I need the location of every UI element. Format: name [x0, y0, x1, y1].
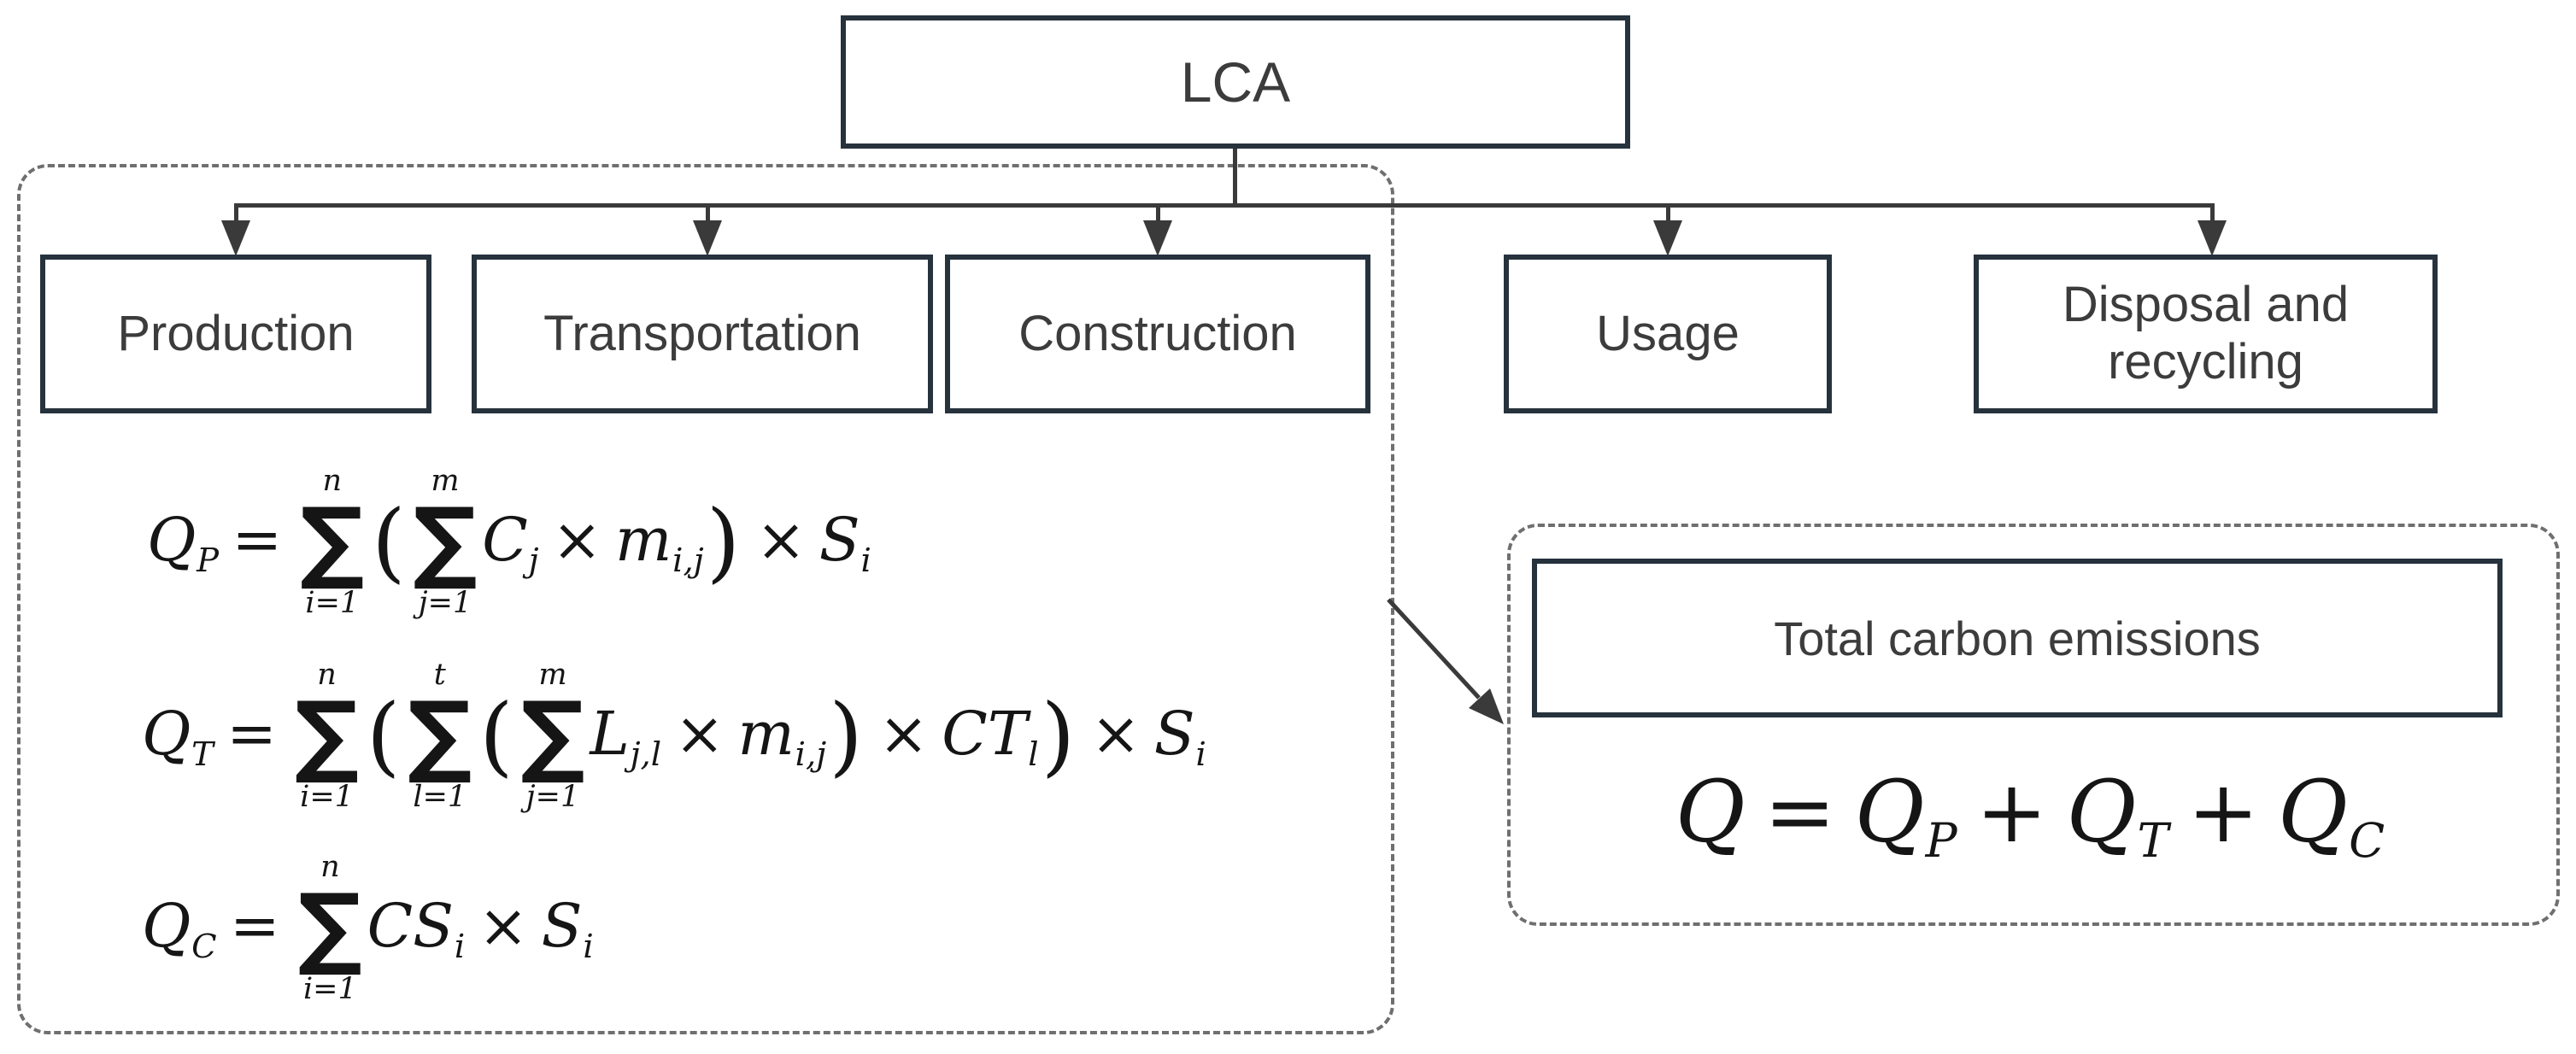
- operator: ×: [755, 505, 807, 575]
- stage-box-disposal-recycling: Disposal and recycling: [1974, 255, 2438, 413]
- sum-symbol: n∑i=1: [300, 463, 365, 621]
- operator: =: [226, 699, 277, 769]
- arrowhead-icon: [2198, 220, 2227, 256]
- variable: CSi: [367, 891, 466, 966]
- total-dashed-region: [1507, 524, 2560, 926]
- operator: +: [1975, 762, 2048, 862]
- operator: ×: [1090, 699, 1141, 769]
- lca-label: LCA: [1180, 50, 1291, 114]
- arrowhead-icon: [1143, 220, 1172, 256]
- arrow-stem: [1665, 205, 1670, 224]
- sum-symbol: m∑j=1: [413, 463, 478, 621]
- variable: Lj,l: [590, 699, 662, 774]
- operator: ×: [878, 699, 929, 769]
- variable: QC: [142, 891, 217, 966]
- stage-box-production: Production: [40, 255, 431, 413]
- lca-box: LCA: [841, 15, 1630, 149]
- parenthesis: (: [366, 685, 401, 787]
- stage-label: Transportation: [543, 305, 861, 361]
- variable: CTl: [942, 699, 1039, 774]
- sum-symbol: n∑i=1: [294, 657, 360, 815]
- total-box-label: Total carbon emissions: [1774, 611, 2261, 665]
- arrow-stem: [705, 205, 710, 224]
- stage-label: Production: [117, 305, 355, 361]
- arrow-stem: [1155, 205, 1160, 224]
- parenthesis: ): [706, 491, 741, 593]
- variable: QP: [1854, 762, 1957, 869]
- operator: ×: [551, 505, 602, 575]
- arrowhead-icon: [221, 220, 250, 256]
- operator: +: [2187, 762, 2260, 862]
- variable: QT: [142, 699, 214, 774]
- parenthesis: (: [372, 491, 406, 593]
- variable: QC: [2278, 762, 2385, 869]
- lifecycle-dashed-region: [17, 164, 1394, 1034]
- operator: =: [232, 505, 283, 575]
- variable: Cj: [482, 505, 539, 580]
- variable: Si: [1153, 699, 1206, 774]
- sum-symbol: m∑j=1: [520, 657, 585, 815]
- arrow-stem: [2209, 205, 2215, 224]
- lca-stem-line: [1233, 149, 1237, 205]
- operator: =: [230, 891, 280, 961]
- arrowhead-icon: [1653, 220, 1682, 256]
- variable: mi,j: [737, 699, 827, 774]
- stage-label: Disposal and recycling: [2062, 277, 2350, 389]
- variable: QT: [2066, 762, 2169, 869]
- stage-box-construction: Construction: [945, 255, 1370, 413]
- sum-symbol: t∑l=1: [408, 657, 472, 815]
- variable: mi,j: [615, 505, 704, 580]
- formula-total-emissions: Q=QP+QT+QC: [1507, 747, 2553, 884]
- variable: Si: [819, 505, 871, 580]
- operator: ×: [674, 699, 725, 769]
- arrow-stem: [233, 205, 238, 224]
- variable: Si: [541, 891, 594, 966]
- arrow-to-total-box: [1387, 598, 1504, 724]
- parenthesis: ): [829, 685, 863, 787]
- parenthesis: (: [479, 685, 513, 787]
- sum-symbol: n∑i=1: [297, 849, 363, 1007]
- total-carbon-emissions-box: Total carbon emissions: [1532, 559, 2503, 717]
- stage-box-usage: Usage: [1504, 255, 1832, 413]
- operator: ×: [478, 891, 529, 961]
- parenthesis: ): [1041, 685, 1076, 787]
- arrowhead-icon: [693, 220, 722, 256]
- operator: =: [1763, 762, 1836, 862]
- stage-label: Usage: [1596, 305, 1740, 361]
- variable: Q: [1675, 762, 1746, 862]
- connector-line: [234, 203, 2215, 208]
- stage-label: Construction: [1018, 305, 1297, 361]
- variable: QP: [147, 505, 220, 580]
- stage-box-transportation: Transportation: [472, 255, 933, 413]
